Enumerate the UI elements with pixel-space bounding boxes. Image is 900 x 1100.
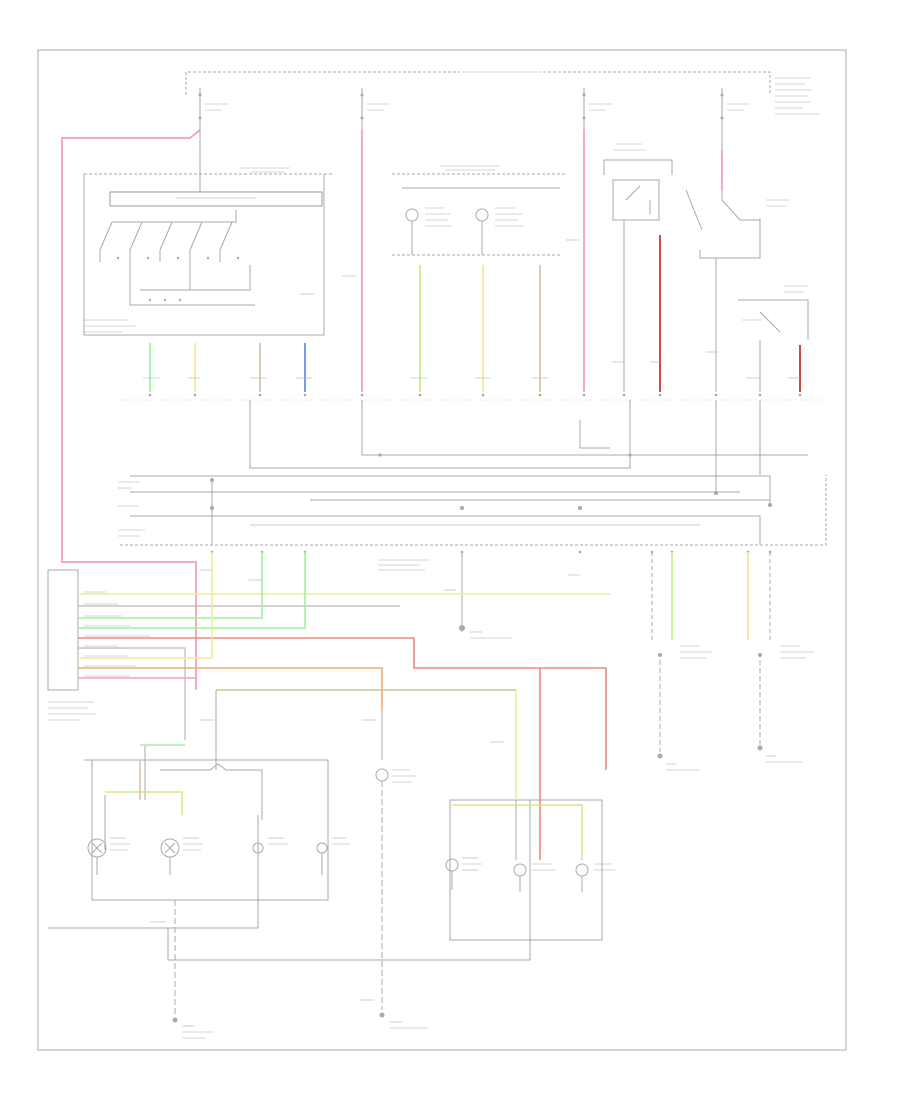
right-output-connectors — [658, 653, 762, 657]
hot-at-all-times-bus — [185, 68, 771, 95]
instrument-cluster-labels — [425, 165, 524, 227]
right-ground-leads — [659, 660, 761, 752]
module-ground — [459, 552, 465, 632]
bottom-grounds — [172, 1012, 385, 1023]
combo-switch-dots — [116, 256, 240, 302]
fuse-legend — [775, 77, 820, 115]
right-switch-labels — [614, 143, 808, 321]
right-outputs — [651, 552, 771, 640]
module-labels — [118, 481, 430, 571]
left-block-wires — [78, 552, 610, 770]
left-connector-block — [47, 569, 79, 691]
rear-lamps — [445, 858, 589, 892]
wire-pink-main-left — [61, 129, 201, 690]
mid-wiring — [130, 400, 808, 545]
combination-switch-labels — [84, 167, 314, 333]
module-dots — [210, 453, 772, 510]
left-block-labels — [48, 591, 150, 721]
stop-lamp-switch — [603, 159, 673, 392]
right-output-labels — [680, 645, 814, 659]
fuse-drops — [199, 88, 723, 140]
rear-lamps-wires — [452, 668, 583, 860]
lower-left-wiring — [48, 689, 517, 929]
instrument-cluster-outputs — [419, 265, 541, 392]
right-grounds — [657, 745, 763, 759]
rear-lamp-labels — [462, 857, 616, 871]
bottom-ground-labels — [182, 1021, 428, 1039]
fuse-label-marks — [205, 103, 750, 111]
control-module-boundary — [120, 475, 827, 546]
lower-left-colored-wires — [105, 689, 516, 820]
combination-switch — [83, 173, 332, 336]
brake-light-switch — [738, 299, 809, 392]
lower-left-lamps — [87, 838, 328, 875]
fuse-symbols — [198, 93, 724, 120]
wire-code-labels — [143, 239, 800, 1001]
right-ground-labels — [666, 755, 802, 771]
lower-left-lamp-labels — [110, 837, 350, 851]
instrument-cluster — [392, 173, 565, 256]
license-lamp — [167, 710, 531, 1010]
license-lamp-labels — [392, 769, 416, 783]
combo-switch-outputs — [149, 343, 306, 392]
rear-lamps-box — [449, 785, 603, 941]
hazard-switch — [685, 140, 761, 392]
ground-labels — [444, 589, 512, 639]
diagram-frame — [37, 49, 847, 1051]
connector-row-2 — [210, 550, 772, 554]
connector-row-1 — [148, 393, 802, 397]
